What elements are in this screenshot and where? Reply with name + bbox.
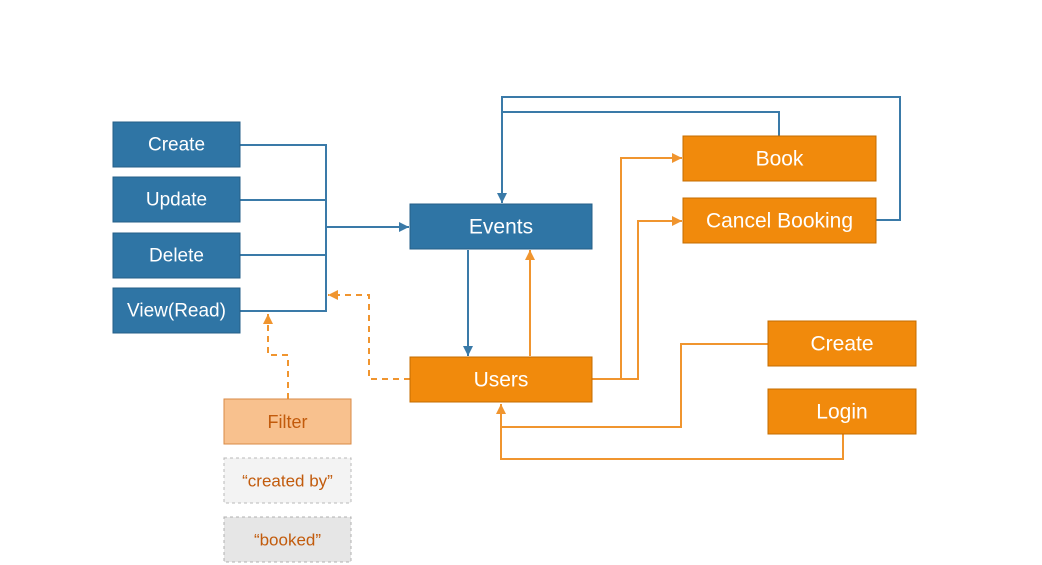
- login-box: Login: [767, 388, 917, 435]
- crud-view-label: View(Read): [127, 301, 226, 322]
- connector-users-to-crud-dashed: [328, 290, 410, 380]
- cancel-booking-box: Cancel Booking: [682, 197, 877, 244]
- filter-option-booked: “booked”: [223, 516, 352, 563]
- crud-delete-label: Delete: [149, 246, 204, 267]
- cancel-booking-label: Cancel Booking: [706, 210, 853, 233]
- crud-update-box: Update: [112, 176, 241, 223]
- filter-box: Filter: [223, 398, 352, 445]
- connector-users-to-cancel-booking: [592, 216, 682, 380]
- blue-connectors: [240, 96, 901, 356]
- filter-option-created-by: “created by”: [223, 457, 352, 504]
- user-create-box: Create: [767, 320, 917, 367]
- events-box: Events: [409, 203, 593, 250]
- connector-create-to-users: [496, 343, 768, 428]
- crud-update-label: Update: [146, 190, 207, 211]
- crud-delete-box: Delete: [112, 232, 241, 279]
- book-label: Book: [756, 148, 804, 171]
- login-label: Login: [816, 401, 867, 424]
- users-label: Users: [474, 369, 529, 392]
- crud-create-label: Create: [148, 135, 205, 156]
- connector-book-to-events: [502, 111, 780, 136]
- orange-connectors: [263, 153, 844, 460]
- users-box: Users: [409, 356, 593, 403]
- filter-label: Filter: [268, 412, 308, 432]
- connector-login-to-users: [500, 428, 844, 460]
- crud-view-box: View(Read): [112, 287, 241, 334]
- events-label: Events: [469, 216, 533, 239]
- filter-option-booked-label: “booked”: [254, 531, 321, 550]
- crud-create-box: Create: [112, 121, 241, 168]
- book-box: Book: [682, 135, 877, 182]
- user-create-label: Create: [810, 333, 873, 356]
- filter-option-created-by-label: “created by”: [242, 472, 333, 491]
- connector-cancel-booking-to-events: [497, 96, 901, 221]
- connector-filter-to-view-dashed: [263, 314, 289, 399]
